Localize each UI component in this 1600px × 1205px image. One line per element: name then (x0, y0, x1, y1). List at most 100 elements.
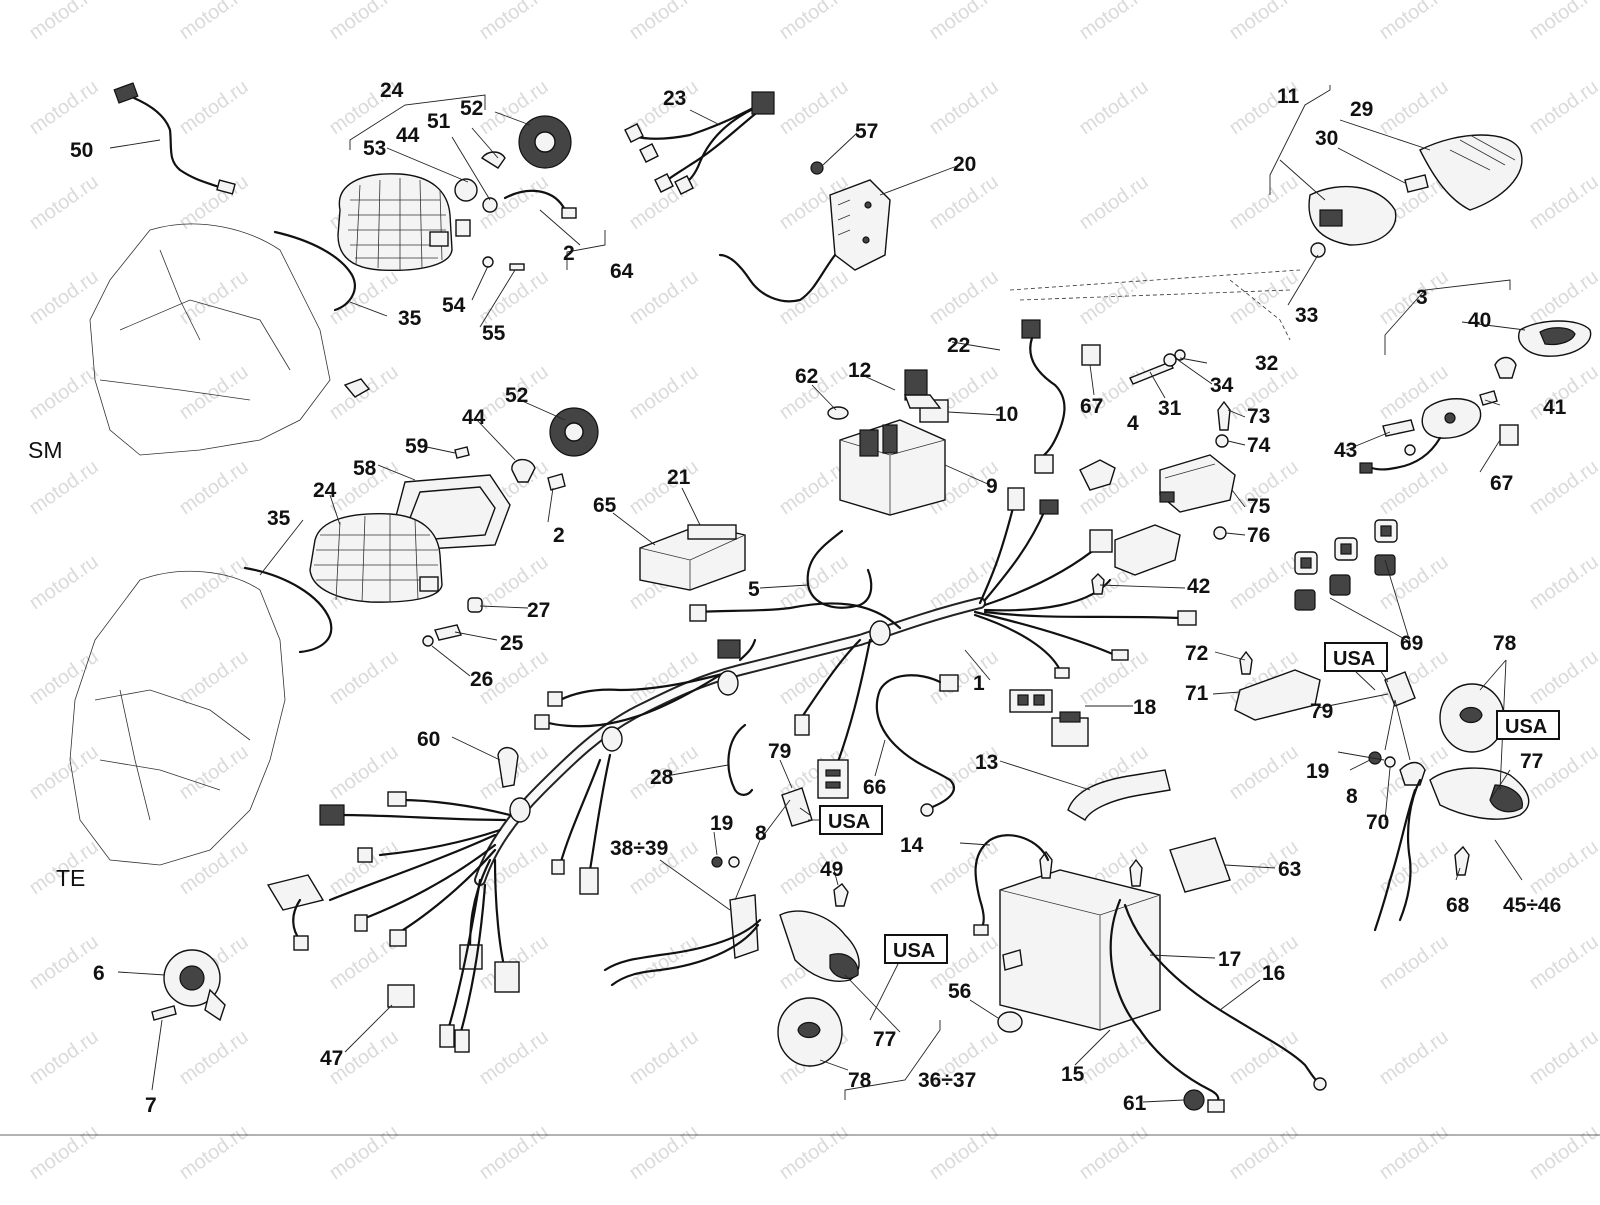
callout-3: 3 (1416, 286, 1428, 309)
watermark-text: motod.ru (175, 266, 252, 329)
watermark-text: motod.ru (1375, 1121, 1452, 1184)
usa-badge-left: USA (819, 805, 883, 835)
watermark-text: motod.ru (175, 551, 252, 614)
frame-outline (1009, 269, 1301, 341)
turn-signal-rear-left (603, 856, 860, 1067)
watermark-text: motod.ru (175, 456, 252, 519)
callout-51: 51 (427, 110, 451, 133)
battery (999, 850, 1161, 1031)
watermark-text: motod.ru (25, 931, 102, 994)
watermark-text: motod.ru (1525, 1121, 1600, 1184)
watermark-text: motod.ru (325, 836, 402, 899)
callout-78b: 78 (1493, 632, 1517, 655)
callout-2b: 2 (553, 524, 565, 547)
watermark-text: motod.ru (1375, 931, 1452, 994)
callout-77a: 77 (873, 1028, 896, 1051)
callout-41: 41 (1543, 396, 1567, 419)
callout-68: 68 (1446, 894, 1470, 917)
spacer-79-left (781, 787, 813, 827)
watermark-text: motod.ru (1225, 1121, 1302, 1184)
watermark-text: motod.ru (1225, 0, 1302, 44)
callout-76: 76 (1247, 524, 1270, 547)
callout-7: 7 (145, 1094, 157, 1117)
callout-13: 13 (975, 751, 998, 774)
watermark-text: motod.ru (1225, 266, 1302, 329)
main-harness (266, 487, 1197, 1053)
callout-44a: 44 (396, 124, 420, 147)
watermark-text: motod.ru (1525, 1026, 1600, 1089)
watermark-text: motod.ru (625, 1026, 702, 1089)
watermark-text: motod.ru (1375, 0, 1452, 44)
flasher-relay (1159, 400, 1236, 540)
watermark-text: motod.ru (325, 646, 402, 709)
nut-61 (1183, 1089, 1205, 1111)
watermark-text: motod.ru (1525, 836, 1600, 899)
callout-15: 15 (1061, 1063, 1085, 1086)
watermark-text: motod.ru (25, 646, 102, 709)
callout-67b: 67 (1490, 472, 1513, 495)
group-bracket-3 (1384, 279, 1511, 355)
callout-22: 22 (947, 334, 970, 357)
watermark-text: motod.ru (25, 1121, 102, 1184)
clip-60 (497, 746, 519, 788)
callout-17: 17 (1218, 948, 1241, 971)
callout-49: 49 (820, 858, 843, 881)
bracket-sm (273, 230, 356, 312)
watermark-text: motod.ru (175, 171, 252, 234)
region-label-sm: SM (28, 437, 63, 463)
watermark-text: motod.ru (25, 171, 102, 234)
watermark-text: motod.ru (25, 0, 102, 44)
bulb-set-te (422, 407, 599, 647)
watermark-text: motod.ru (475, 0, 552, 44)
svg-text:USA: USA (1333, 648, 1375, 670)
connector-4 (1079, 459, 1116, 491)
watermark-text: motod.ru (1525, 171, 1600, 234)
grommet-set (1294, 519, 1398, 611)
watermark-text: motod.ru (25, 1026, 102, 1089)
callout-75: 75 (1247, 495, 1271, 518)
watermark-text: motod.ru (625, 266, 702, 329)
watermark-text: motod.ru (1525, 76, 1600, 139)
callout-71: 71 (1185, 682, 1209, 705)
mount-screws-31-34 (1129, 349, 1186, 385)
callout-70: 70 (1366, 811, 1389, 834)
watermark-text: motod.ru (475, 266, 552, 329)
watermark-text: motod.ru (1075, 171, 1152, 234)
bracket-13 (1067, 769, 1171, 821)
callout-78a: 78 (848, 1069, 872, 1092)
cable-15-lug (1207, 1099, 1225, 1113)
callout-8b: 8 (1346, 785, 1358, 808)
callout-24a: 24 (380, 79, 404, 102)
callout-79a: 79 (768, 740, 791, 763)
callout-77b: 77 (1520, 750, 1543, 773)
callout-79b: 79 (1310, 700, 1333, 723)
callout-32: 32 (1255, 352, 1278, 375)
watermark-text: motod.ru (1075, 1121, 1152, 1184)
callout-43: 43 (1334, 439, 1357, 462)
callout-6: 6 (93, 962, 105, 985)
callout-42: 42 (1187, 575, 1210, 598)
turn-signal-front-right (1308, 134, 1523, 258)
watermark-text: motod.ru (625, 456, 702, 519)
callout-5: 5 (748, 578, 760, 601)
callout-44b: 44 (462, 406, 486, 429)
watermark-text: motod.ru (775, 76, 852, 139)
watermark-text: motod.ru (925, 1121, 1002, 1184)
watermark-text: motod.ru (925, 266, 1002, 329)
callouts: 50 24 53 44 51 52 2 64 54 55 35 23 20 57… (70, 79, 1567, 1117)
watermark-text: motod.ru (1525, 551, 1600, 614)
cable-16-lug (1313, 1077, 1327, 1091)
watermark-text: motod.ru (625, 361, 702, 424)
watermark-text: motod.ru (325, 266, 402, 329)
starter-relay (827, 369, 949, 516)
watermark-text: motod.ru (1225, 551, 1302, 614)
usa-badge-right: USA (1496, 710, 1560, 740)
watermark-text: motod.ru (1075, 1026, 1152, 1089)
callout-40: 40 (1468, 309, 1491, 332)
callout-8a: 8 (755, 822, 767, 845)
callout-23: 23 (663, 87, 686, 110)
watermark-text: motod.ru (1375, 76, 1452, 139)
watermark-text: motod.ru (925, 646, 1002, 709)
callout-64: 64 (610, 260, 634, 283)
